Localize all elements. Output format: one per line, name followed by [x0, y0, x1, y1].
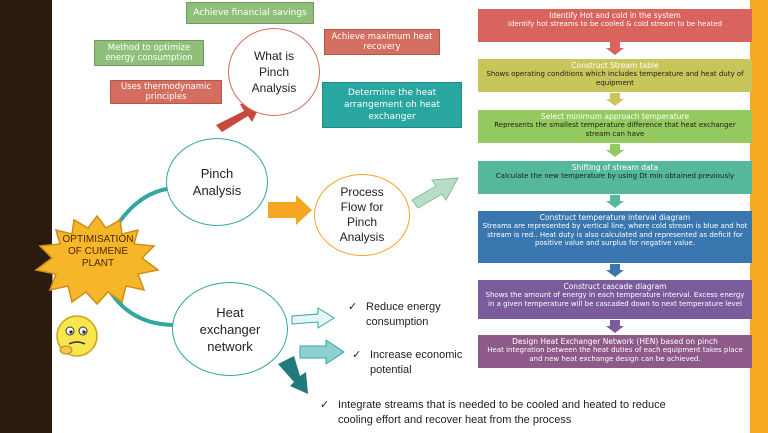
- step-1-body: Identify hot streams to be cooled & cold…: [507, 20, 723, 28]
- arrow-to-bullet-2: [299, 339, 345, 365]
- step-3: Select minimum approach temperature Repr…: [478, 110, 752, 143]
- step-7-body: Heat integration between the heat duties…: [487, 346, 743, 363]
- tag-financial-savings: Achieve financial savings: [186, 2, 314, 24]
- step-3-title: Select minimum approach temperature: [540, 112, 690, 121]
- tag-max-heat-recovery: Achieve maximum heat recovery: [324, 29, 440, 55]
- step-4: Shifting of stream data Calculate the ne…: [478, 161, 752, 194]
- step-arrow-6: [606, 320, 624, 333]
- step-6-title: Construct cascade diagram: [563, 282, 667, 291]
- step-5-title: Construct temperature interval diagram: [539, 213, 691, 222]
- step-4-body: Calculate the new temperature by using D…: [495, 172, 735, 180]
- step-5: Construct temperature interval diagram S…: [478, 211, 752, 263]
- step-arrow-4: [606, 195, 624, 208]
- step-7: Design Heat Exchanger Network (HEN) base…: [478, 335, 752, 368]
- thinking-face-icon: [56, 315, 98, 357]
- step-4-title: Shifting of stream data: [571, 163, 659, 172]
- step-arrow-1: [606, 42, 624, 55]
- left-wave-edge: [34, 0, 53, 433]
- step-5-body: Streams are represented by vertical line…: [482, 222, 748, 247]
- node-hen: Heat exchanger network: [172, 282, 288, 376]
- checkmark-icon: ✓: [320, 399, 330, 411]
- center-starburst: [34, 214, 160, 306]
- bullet-reduce-energy: ✓ Reduce energy consumption: [348, 300, 476, 330]
- node-what-is-pinch-label: What is Pinch Analysis: [251, 49, 297, 95]
- step-6-body: Shows the amount of energy in each tempe…: [485, 291, 745, 308]
- arrow-to-process-flow: [268, 195, 312, 225]
- node-what-is-pinch: What is Pinch Analysis: [228, 28, 320, 116]
- step-7-title: Design Heat Exchanger Network (HEN) base…: [512, 337, 718, 346]
- step-arrow-5: [606, 264, 624, 277]
- step-2: Construct Stream table Shows operating c…: [478, 59, 752, 92]
- center-label: OPTIMISATION OF CUMENE PLANT: [62, 234, 134, 269]
- bullet-increase-economic: ✓ Increase economic potential: [352, 348, 494, 378]
- checkmark-icon: ✓: [348, 301, 358, 313]
- step-3-body: Represents the smallest temperature diff…: [494, 121, 736, 138]
- step-2-title: Construct Stream table: [571, 61, 659, 70]
- bullet-reduce-energy-text: Reduce energy consumption: [366, 301, 441, 328]
- step-1: Identify Hot and cold in the system Iden…: [478, 9, 752, 42]
- tag-method-optimize: Method to optimize energy consumption: [94, 40, 204, 66]
- step-2-body: Shows operating conditions which include…: [486, 70, 744, 87]
- tag-thermodynamic: Uses thermodynamic principles: [110, 80, 222, 104]
- step-6: Construct cascade diagram Shows the amou…: [478, 280, 752, 319]
- step-arrow-2: [606, 93, 624, 106]
- node-pinch-analysis-label: Pinch Analysis: [192, 166, 242, 198]
- checkmark-icon: ✓: [352, 349, 362, 361]
- arrow-to-bullet-1: [291, 307, 335, 329]
- node-hen-label: Heat exchanger network: [199, 304, 261, 354]
- node-process-flow: Process Flow for Pinch Analysis: [314, 174, 410, 256]
- tag-determine-heat-arrangement: Determine the heat arrangement oh heat e…: [322, 82, 462, 128]
- arrow-to-bullet-3: [278, 356, 308, 394]
- step-1-title: Identify Hot and cold in the system: [549, 11, 681, 20]
- step-arrows: [606, 42, 624, 333]
- node-pinch-analysis: Pinch Analysis: [166, 138, 268, 226]
- right-decorative-strip: [750, 0, 768, 433]
- step-arrow-3: [606, 144, 624, 157]
- arrow-to-steps: [411, 177, 459, 209]
- bullet-integrate-streams: ✓ Integrate streams that is needed to be…: [320, 398, 690, 428]
- bullet-increase-economic-text: Increase economic potential: [370, 349, 463, 376]
- node-process-flow-label: Process Flow for Pinch Analysis: [339, 185, 385, 244]
- bullet-integrate-streams-text: Integrate streams that is needed to be c…: [338, 399, 666, 426]
